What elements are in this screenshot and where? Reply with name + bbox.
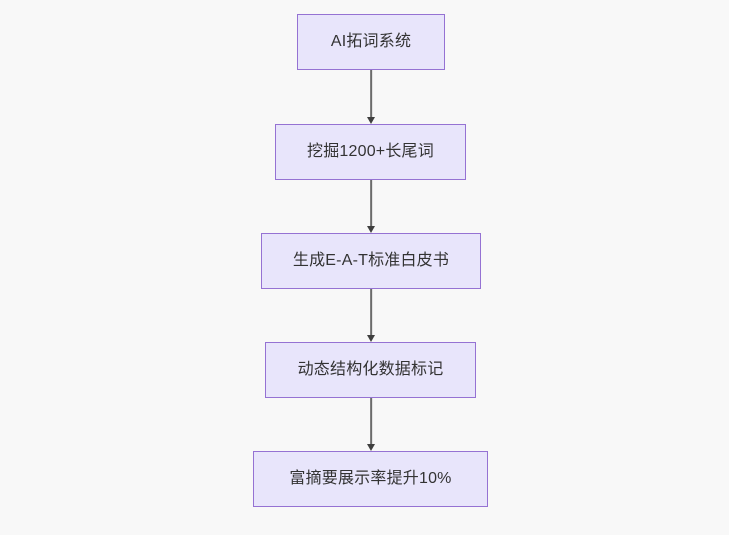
edge-line <box>370 398 372 445</box>
arrowhead-down-icon <box>367 335 375 342</box>
flow-edge-4 <box>361 398 381 451</box>
flow-node-mine-longtail-keywords[interactable]: 挖掘1200+长尾词 <box>275 124 466 180</box>
flow-node-rich-snippet-impression-lift[interactable]: 富摘要展示率提升10% <box>253 451 488 507</box>
arrowhead-down-icon <box>367 117 375 124</box>
flow-node-dynamic-structured-data-markup[interactable]: 动态结构化数据标记 <box>265 342 476 398</box>
arrowhead-down-icon <box>367 444 375 451</box>
edge-line <box>370 289 372 336</box>
flow-edge-3 <box>361 289 381 342</box>
flow-edge-1 <box>361 70 381 124</box>
flow-edge-2 <box>361 180 381 233</box>
edge-line <box>370 180 372 227</box>
flow-node-ai-keyword-system[interactable]: AI拓词系统 <box>297 14 445 70</box>
arrowhead-down-icon <box>367 226 375 233</box>
edge-line <box>370 70 372 118</box>
flow-node-generate-eat-whitepaper[interactable]: 生成E-A-T标准白皮书 <box>261 233 481 289</box>
